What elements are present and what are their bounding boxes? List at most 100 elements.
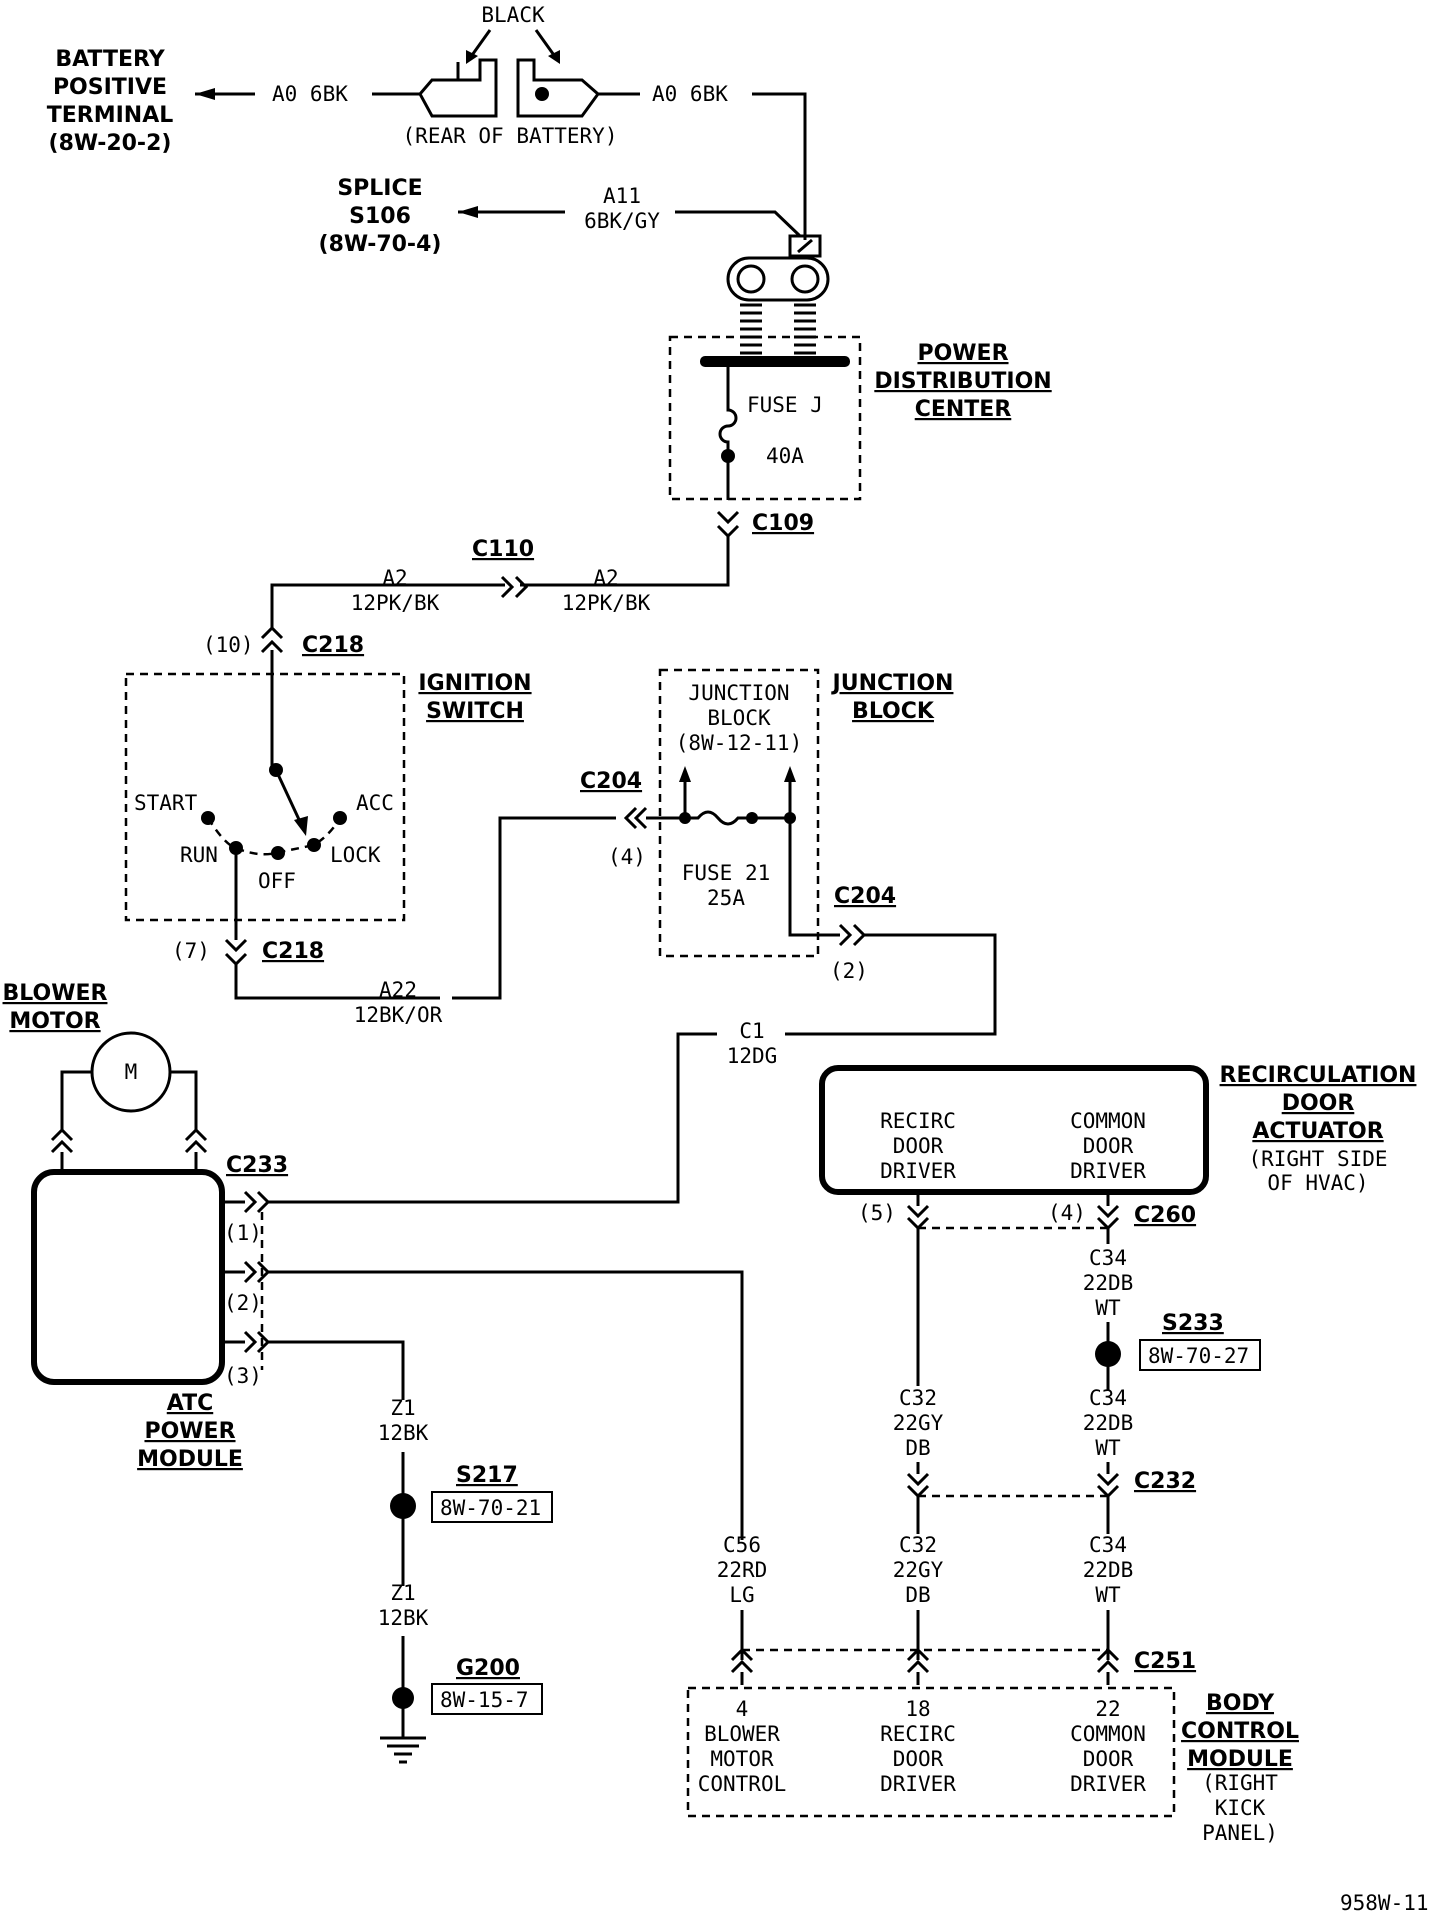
s233-ref: 8W-70-27 xyxy=(1148,1344,1249,1368)
pdc-label-2: DISTRIBUTION xyxy=(874,369,1051,394)
z1-bottom-color: 12BK xyxy=(378,1606,429,1630)
s217-ref-box xyxy=(431,1491,553,1523)
atc-label-2: POWER xyxy=(144,1419,235,1444)
splice-s106-wire-code: A11 xyxy=(603,184,641,208)
junction-fuse-21-symbol xyxy=(646,810,790,826)
c218-top-connector-symbol xyxy=(260,625,284,654)
bcm-note-1: (RIGHT xyxy=(1202,1771,1278,1795)
bcm-pin1-num: 4 xyxy=(736,1697,749,1721)
c204-out-pin: (2) xyxy=(830,959,868,983)
ignition-blade-arrow xyxy=(294,816,308,836)
c218-top-label: C218 xyxy=(302,633,364,658)
c204-out-connector-symbol xyxy=(838,923,867,947)
ignition-pos-off xyxy=(271,846,285,860)
ignition-run-label: RUN xyxy=(180,843,218,867)
s233-splice-dot xyxy=(1095,1341,1121,1367)
c109-connector-symbol xyxy=(716,510,740,539)
g200-ref: 8W-15-7 xyxy=(440,1688,529,1712)
c251-label: C251 xyxy=(1134,1649,1196,1674)
ignition-pos-acc xyxy=(333,811,347,825)
g200-dot xyxy=(392,1687,414,1709)
pdc-lug xyxy=(788,234,822,258)
battery-arrow xyxy=(195,88,215,100)
junction-label-2: BLOCK xyxy=(852,699,935,724)
c232-conn-left xyxy=(906,1472,930,1499)
pdc-busbar xyxy=(700,356,850,367)
c32-bot-color: 22GY xyxy=(893,1558,944,1582)
battery-label-4: (8W-20-2) xyxy=(49,131,172,156)
c232-conn-right xyxy=(1096,1472,1120,1499)
battery-rear-note: (REAR OF BATTERY) xyxy=(403,124,618,148)
bcm-pin1-l3: CONTROL xyxy=(698,1772,787,1796)
pdc-stud-thread-left xyxy=(740,303,762,355)
c232-label: C232 xyxy=(1134,1469,1196,1494)
c260-pin-5: (5) xyxy=(858,1201,896,1225)
bcm-pin2-l2: DOOR xyxy=(893,1747,944,1771)
blower-wire-stubs xyxy=(60,1152,198,1172)
bcm-pin3-num: 22 xyxy=(1095,1697,1120,1721)
c32-top-stripe: DB xyxy=(905,1436,930,1460)
door-wires-group: C32 22GY DB C34 22DB WT S233 8W-70-27 C3… xyxy=(717,1228,1261,1660)
bcm-pin3-l1: COMMON xyxy=(1070,1722,1146,1746)
blower-conn-left xyxy=(50,1127,74,1154)
battery-color-arrowhead-right xyxy=(548,50,560,64)
pdc-fuse-j-symbol xyxy=(718,367,738,500)
splice-s106-group: SPLICE S106 (8W-70-4) A11 6BK/GY xyxy=(319,176,802,257)
c204-in-connector-symbol xyxy=(623,806,648,830)
a2-left-code: A2 xyxy=(382,566,407,590)
c34-mid-code: C34 xyxy=(1089,1386,1127,1410)
s233-label: S233 xyxy=(1162,1311,1224,1336)
c34-bot-stripe: WT xyxy=(1095,1583,1121,1607)
c1-color: 12DG xyxy=(727,1044,778,1068)
z1-top-code: Z1 xyxy=(390,1396,415,1420)
bcm-input-wires xyxy=(740,1610,1110,1660)
junction-inner-3: (8W-12-11) xyxy=(676,731,802,755)
junction-output-wire xyxy=(788,818,840,937)
c218-bottom-pin: (7) xyxy=(172,939,210,963)
recirc-driver1-3: DRIVER xyxy=(880,1159,956,1183)
c260-conn-5 xyxy=(906,1204,930,1231)
figure-id: 958W-11 xyxy=(1340,1891,1429,1915)
pdc-lug-mark xyxy=(797,238,813,254)
recirc-driver2-3: DRIVER xyxy=(1070,1159,1146,1183)
a22-color: 12BK/OR xyxy=(354,1003,443,1027)
c34-top-stripe: WT xyxy=(1095,1296,1121,1320)
c204-in-label: C204 xyxy=(580,769,642,794)
junction-fuse-21-label: FUSE 21 xyxy=(682,861,771,885)
a22-wire-right xyxy=(452,816,616,1000)
junction-branch-1-arrow xyxy=(679,766,691,782)
c233-label: C233 xyxy=(226,1153,288,1178)
battery-color-arrowhead-left xyxy=(466,50,478,64)
c32-bot-code: C32 xyxy=(899,1533,937,1557)
z1-wire-top xyxy=(268,1340,405,1400)
c32-top-color: 22GY xyxy=(893,1411,944,1435)
junction-fuse-21-rating: 25A xyxy=(707,886,745,910)
recirc-driver1-2: DOOR xyxy=(893,1134,944,1158)
atc-label-3: MODULE xyxy=(137,1447,243,1472)
c34-bot-code: C34 xyxy=(1089,1533,1127,1557)
splice-s106-wire-to-pdc xyxy=(675,210,802,238)
atc-module-box xyxy=(31,1169,225,1385)
battery-wire-right-label: A0 6BK xyxy=(652,82,728,106)
pdc-output-wire xyxy=(655,536,730,587)
blower-atc-group: BLOWER MOTOR M C233 (1) (2) (3) ATC POWE… xyxy=(3,981,744,1540)
a2-wire-group: C110 A2 12PK/BK A2 12PK/BK xyxy=(270,537,655,630)
splice-s106-label-1: SPLICE xyxy=(337,176,422,201)
c34-mid-color: 22DB xyxy=(1083,1411,1134,1435)
battery-color-arrow-right xyxy=(534,29,558,59)
c260-pin-4: (4) xyxy=(1048,1201,1086,1225)
a2-left-color: 12PK/BK xyxy=(351,591,440,615)
recirc-actuator-box xyxy=(819,1065,1209,1195)
atc-pin-1: (1) xyxy=(224,1221,262,1245)
ignition-off-label: OFF xyxy=(258,869,296,893)
ignition-acc-label: ACC xyxy=(356,791,394,815)
a2-right-color: 12PK/BK xyxy=(562,591,651,615)
junction-inner-1: JUNCTION xyxy=(688,681,789,705)
bcm-pin-stubs xyxy=(740,1672,1110,1685)
a22-code: A22 xyxy=(379,978,417,1002)
bcm-group: C251 4 BLOWER MOTOR CONTROL 18 RECIRC DO… xyxy=(686,1647,1299,1845)
blower-conn-right xyxy=(184,1127,208,1154)
battery-label-3: TERMINAL xyxy=(47,103,174,128)
recirc-actuator-group: RECIRC DOOR DRIVER COMMON DOOR DRIVER RE… xyxy=(819,1063,1416,1231)
recirc-driver2-2: DOOR xyxy=(1083,1134,1134,1158)
